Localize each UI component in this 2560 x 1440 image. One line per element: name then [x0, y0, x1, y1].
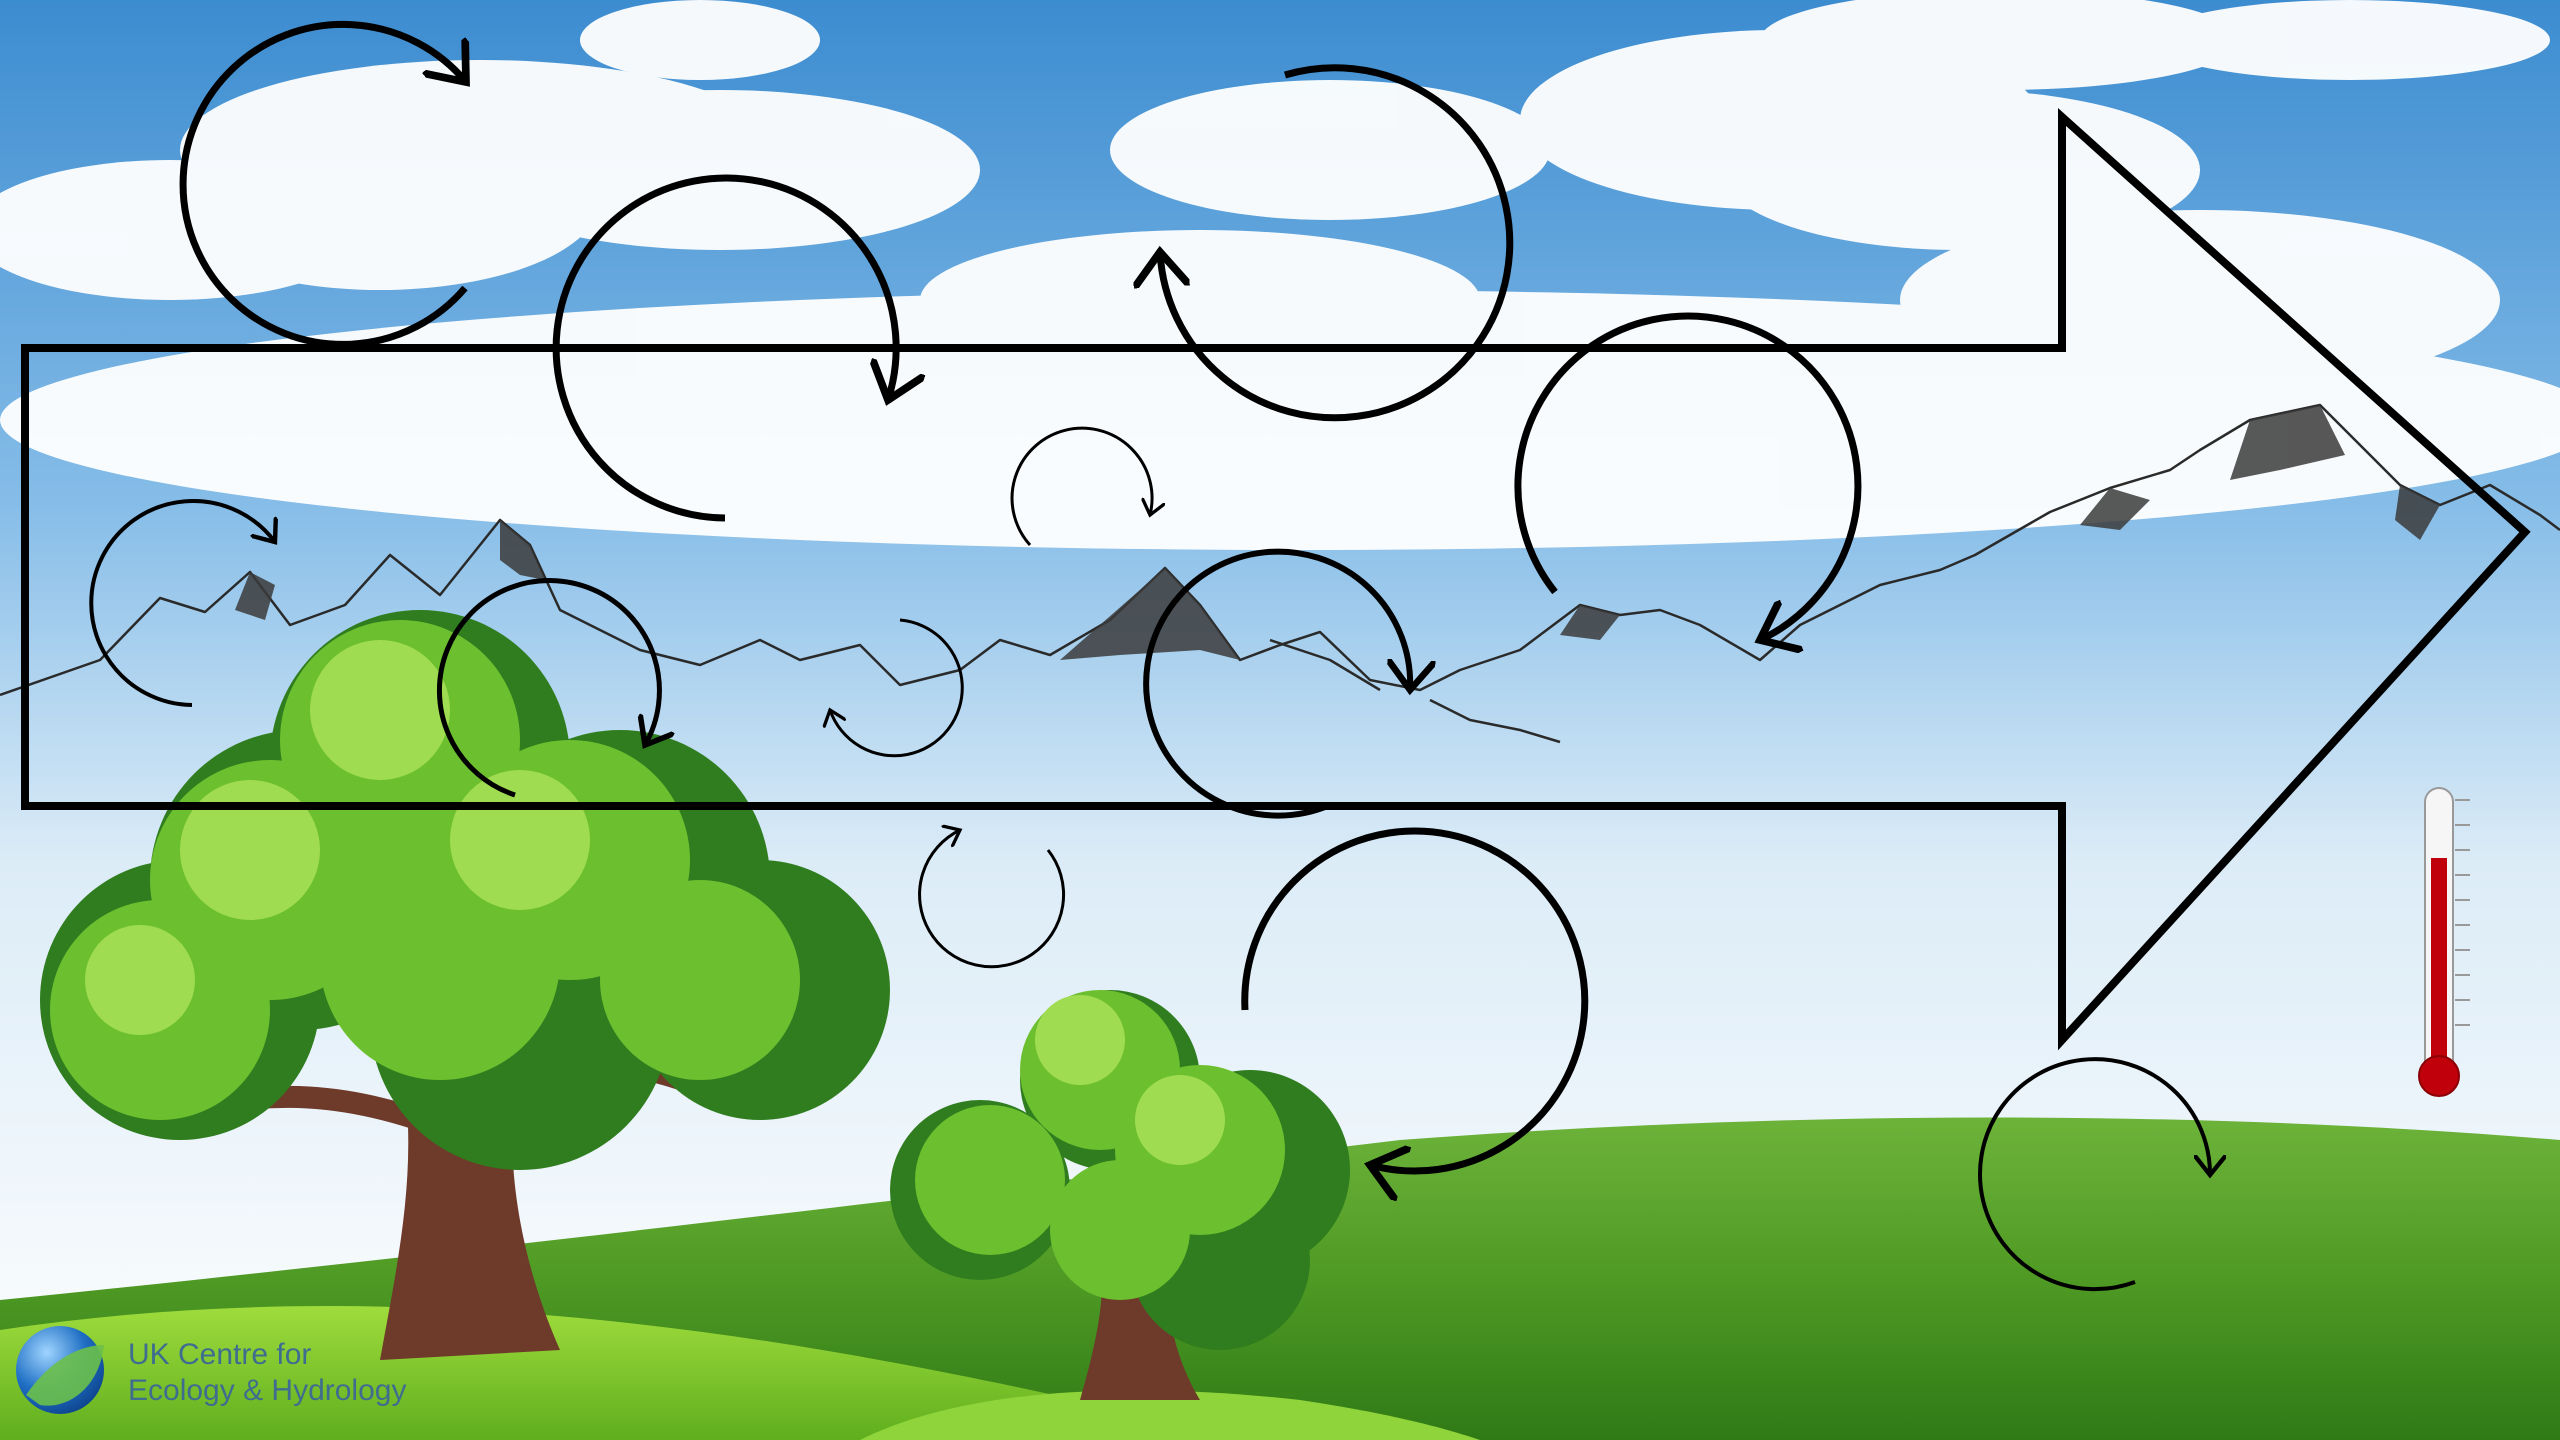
logo-line1: UK Centre for	[128, 1338, 311, 1371]
logo-line2: Ecology & Hydrology	[128, 1374, 406, 1407]
